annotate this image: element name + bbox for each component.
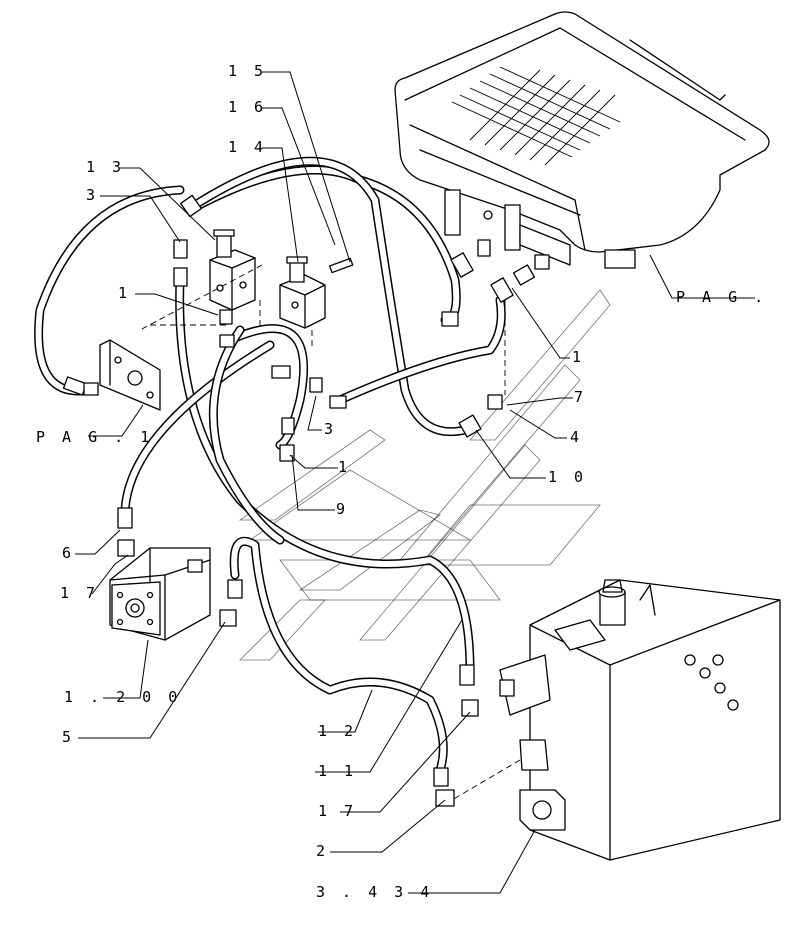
hydraulic-tank — [499, 579, 781, 861]
callout-2: 2 — [316, 842, 329, 860]
watermark-logo — [238, 289, 611, 661]
callout-3-434: 3 . 4 3 4 — [316, 883, 433, 901]
callout-1-200: 1 . 2 0 0 — [64, 688, 181, 706]
callout-17-left: 1 7 — [60, 584, 99, 602]
assembly-lines — [139, 264, 521, 801]
callout-3-upper: 3 — [86, 186, 99, 204]
callout-16: 1 6 — [228, 98, 267, 116]
callout-15: 1 5 — [228, 62, 267, 80]
callout-17-right: 1 7 — [318, 802, 357, 820]
callout-13: 1 3 — [86, 158, 125, 176]
callout-12: 1 2 — [318, 722, 357, 740]
callout-9: 9 — [336, 500, 349, 518]
tank-flange — [519, 739, 566, 831]
hose-fittings — [62, 194, 550, 807]
callout-3-middle: 3 — [324, 420, 337, 438]
callout-7: 7 — [574, 388, 587, 406]
valve-block-right — [279, 256, 326, 329]
callout-1-middle: 1 — [338, 458, 351, 476]
callout-10: 1 0 — [548, 468, 587, 486]
callout-6: 6 — [62, 544, 75, 562]
callout-4: 4 — [570, 428, 583, 446]
seat-cushion-mesh — [451, 66, 621, 166]
callout-1-upper: 1 — [118, 284, 131, 302]
operator-seat — [394, 11, 770, 269]
callout-1-right: 1 — [572, 348, 585, 366]
tank-filler-cap — [598, 579, 626, 626]
hoses — [34, 156, 506, 775]
callout-labels: 1 5 1 6 1 4 1 3 3 1 P A G . 1 P A G . 1 … — [36, 62, 767, 901]
callout-pag: P A G . — [676, 288, 767, 306]
callout-11: 1 1 — [318, 762, 357, 780]
callout-14: 1 4 — [228, 138, 267, 156]
callout-5: 5 — [62, 728, 75, 746]
gear-pump — [109, 547, 211, 641]
mounting-bracket — [99, 339, 161, 411]
leader-lines — [75, 71, 755, 894]
valve-block-left — [209, 229, 256, 311]
callout-pag-1: P A G . 1 — [36, 428, 153, 446]
